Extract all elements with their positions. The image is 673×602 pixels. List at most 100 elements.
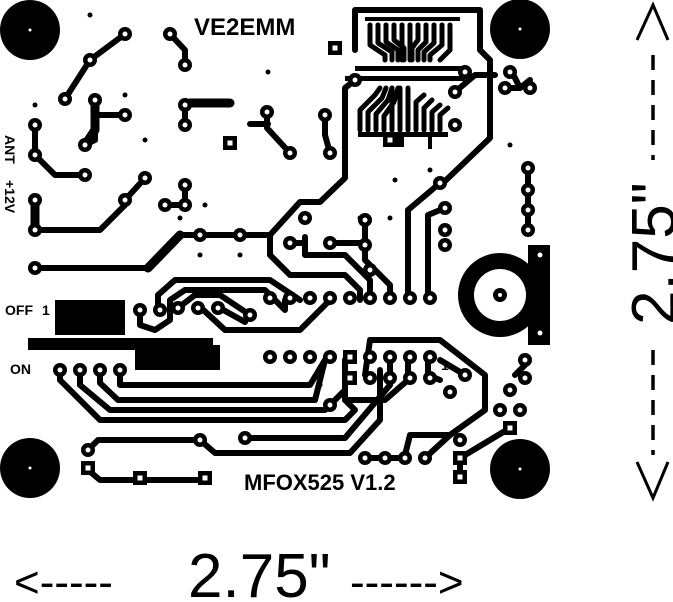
via-dot — [32, 102, 38, 108]
drill-hole — [507, 69, 513, 75]
drill-hole — [457, 455, 463, 461]
through-hole-pads — [28, 12, 537, 465]
drill-hole — [327, 295, 333, 301]
drill-hole — [62, 96, 68, 102]
drill-hole — [287, 240, 293, 246]
drill-hole — [82, 172, 88, 178]
via-dot — [265, 69, 271, 75]
drill-hole — [427, 295, 433, 301]
drill-hole — [92, 97, 98, 103]
drill-hole — [215, 305, 221, 311]
via-dot — [507, 142, 513, 148]
via-dot — [317, 382, 323, 388]
drill-hole — [452, 89, 458, 95]
drill-hole — [227, 140, 233, 146]
drill-hole — [362, 455, 368, 461]
square-pads — [81, 41, 517, 485]
drill-hole — [407, 295, 413, 301]
switch-pin1-label: 1 — [42, 302, 50, 318]
width-dimension: <----- 2.75" ------> — [14, 542, 464, 602]
drill-hole — [242, 435, 248, 441]
drill-hole — [442, 205, 448, 211]
drill-hole — [442, 242, 448, 248]
callsign-label: VE2EMM — [194, 14, 295, 41]
via-dot — [392, 177, 398, 183]
drill-hole — [362, 217, 368, 223]
via-dot — [177, 215, 183, 221]
drill-hole — [527, 85, 533, 91]
drill-hole — [367, 354, 373, 360]
drill-hole — [182, 122, 188, 128]
drill-hole — [327, 240, 333, 246]
drill-hole — [202, 475, 208, 481]
drill-hole — [332, 45, 338, 51]
drill-hole — [525, 165, 531, 171]
drill-hole — [32, 152, 38, 158]
drill-hole — [347, 375, 353, 381]
drill-hole — [137, 307, 143, 313]
mounting-holes — [0, 0, 550, 499]
drill-hole — [452, 122, 458, 128]
smd-ic-top — [345, 17, 465, 149]
drill-hole — [97, 367, 103, 373]
drill-hole — [32, 197, 38, 203]
via-dot — [122, 92, 128, 98]
via-dot — [427, 167, 433, 173]
drill-hole — [142, 175, 148, 181]
drill-hole — [85, 465, 91, 471]
drill-hole — [137, 475, 143, 481]
drill-hole — [247, 312, 253, 318]
arrow-down-icon — [635, 461, 670, 502]
drill-hole — [182, 202, 188, 208]
drill-hole — [302, 215, 308, 221]
audio-jack — [458, 245, 550, 345]
drill-hole — [442, 227, 448, 233]
drill-hole — [327, 150, 333, 156]
drill-hole — [457, 474, 463, 480]
drill-hole — [87, 57, 93, 63]
drill-hole — [264, 109, 270, 115]
width-arrow-left: <----- — [14, 558, 113, 602]
header-pin1-label: 1 — [441, 357, 449, 373]
drill-hole — [327, 402, 333, 408]
drill-hole — [462, 69, 468, 75]
drill-hole — [347, 354, 353, 360]
drill-hole — [197, 437, 203, 443]
drill-hole — [407, 354, 413, 360]
drill-hole — [522, 375, 528, 381]
drill-hole — [167, 31, 173, 37]
via-dot — [197, 252, 203, 258]
via-dot — [202, 202, 208, 208]
antenna-label: ANT — [2, 135, 18, 164]
ic-top-body — [365, 17, 460, 21]
via-dot — [142, 137, 148, 143]
switch-on-label: ON — [10, 361, 31, 377]
drill-hole — [197, 232, 203, 238]
drill-hole — [182, 182, 188, 188]
ic-top-pads — [355, 66, 465, 71]
drill-hole — [195, 305, 201, 311]
drill-hole — [367, 267, 373, 273]
drill-hole — [447, 389, 453, 395]
drill-hole — [382, 455, 388, 461]
drill-hole — [502, 85, 508, 91]
drill-hole — [422, 455, 428, 461]
drill-hole — [117, 367, 123, 373]
drill-hole — [287, 295, 293, 301]
drill-hole — [462, 372, 468, 378]
drill-hole — [237, 232, 243, 238]
drill-hole — [387, 137, 393, 143]
drill-hole — [347, 295, 353, 301]
drill-hole — [407, 375, 413, 381]
drill-hole — [427, 375, 433, 381]
drill-hole — [122, 31, 128, 37]
drill-hole — [182, 62, 188, 68]
width-label: 2.75" — [188, 542, 331, 602]
drill-hole — [525, 207, 531, 213]
drill-hole — [32, 265, 38, 271]
drill-hole — [437, 180, 443, 186]
drill-hole — [362, 242, 368, 248]
drill-hole — [307, 354, 313, 360]
drill-hole — [525, 187, 531, 193]
